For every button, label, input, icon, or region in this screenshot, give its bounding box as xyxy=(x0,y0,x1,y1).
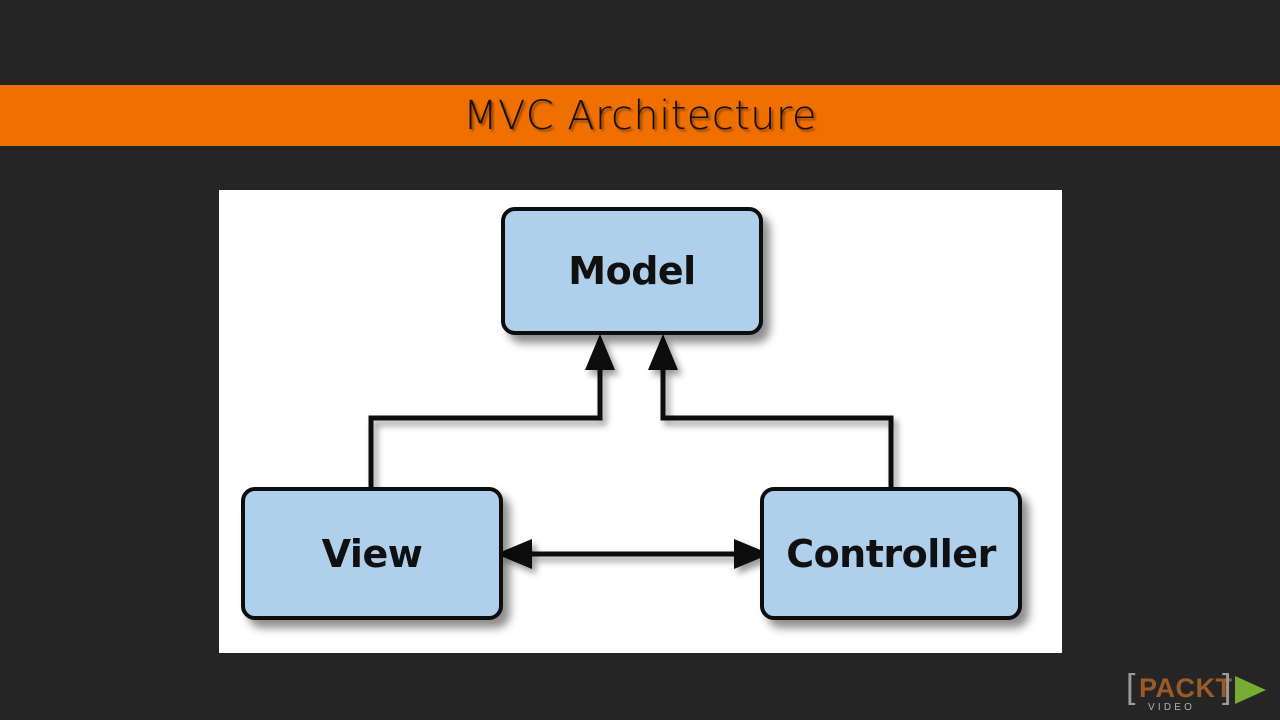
packt-video-logo: [ PACKT ] VIDEO xyxy=(1126,666,1268,714)
diagram-connectors xyxy=(368,334,894,569)
node-view-label: View xyxy=(321,531,423,576)
node-view[interactable]: View xyxy=(241,487,503,620)
node-model-label: Model xyxy=(568,249,696,293)
arrowhead-to-controller xyxy=(734,539,770,569)
node-controller-label: Controller xyxy=(786,531,996,576)
node-model[interactable]: Model xyxy=(501,207,763,335)
connector-group xyxy=(368,334,894,569)
slide-title-bar: MVC Architecture xyxy=(0,85,1280,146)
bracket-right-glyph: ] xyxy=(1222,668,1231,706)
arrowhead-controller-to-model xyxy=(648,334,678,370)
page-title: MVC Architecture xyxy=(463,92,817,139)
connector-view-to-model xyxy=(368,363,603,490)
connector-controller-to-model xyxy=(660,363,894,490)
bracket-left-glyph: [ xyxy=(1126,668,1136,706)
video-subtitle: VIDEO xyxy=(1148,702,1195,713)
arrowhead-to-view xyxy=(496,539,532,569)
arrowhead-view-to-model xyxy=(585,334,615,370)
play-triangle-icon xyxy=(1235,676,1266,704)
packt-logo-graphic: [ PACKT ] VIDEO xyxy=(1126,668,1266,713)
diagram-panel: Model View Controller xyxy=(219,190,1062,653)
packt-wordmark: PACKT xyxy=(1139,673,1233,703)
node-controller[interactable]: Controller xyxy=(760,487,1022,620)
